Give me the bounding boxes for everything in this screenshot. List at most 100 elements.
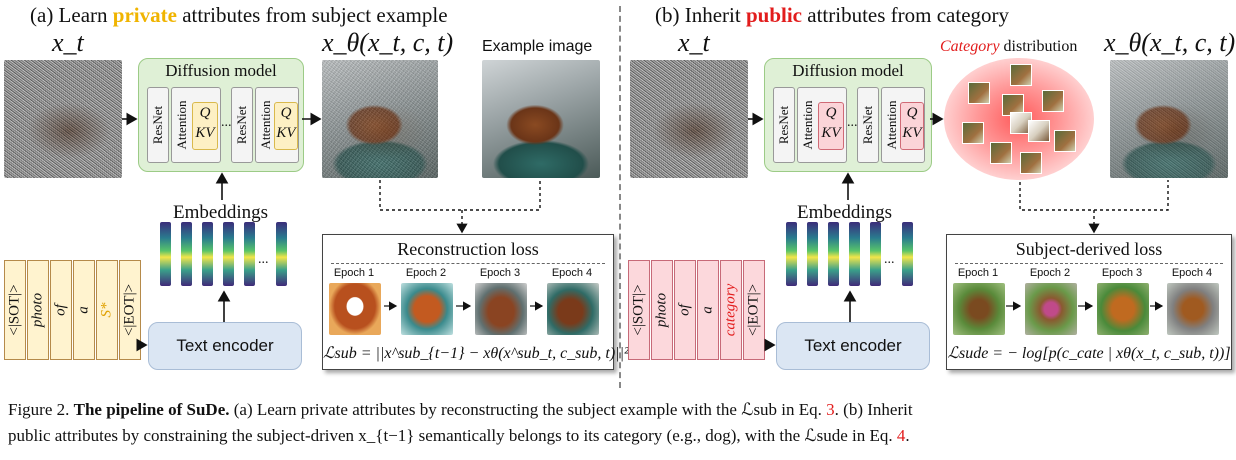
caption-bold: The pipeline of SuDe. xyxy=(73,400,230,419)
panel-b-text-encoder: Text encoder xyxy=(776,322,930,370)
kv-label: KV xyxy=(276,125,296,141)
eq-4-link[interactable]: 4 xyxy=(896,426,906,445)
panel-b-resnet-2: ResNet xyxy=(857,87,879,163)
category-sample xyxy=(1020,152,1042,174)
panel-a-output-label: x_θ(x_t, c, t) xyxy=(322,28,454,57)
q-label: Q xyxy=(906,105,918,121)
epoch-label: Epoch 4 xyxy=(551,267,593,279)
token: <|SOT|> xyxy=(628,260,650,360)
token: <|EOT|> xyxy=(119,260,141,360)
category-sample xyxy=(1054,130,1076,152)
panel-a-text-encoder: Text encoder xyxy=(148,322,302,370)
panel-b-qkv-1: Q KV xyxy=(818,102,844,150)
token-subject: S* xyxy=(96,260,118,360)
eq-3-link[interactable]: 3 xyxy=(826,400,835,419)
distribution-word: distribution xyxy=(999,38,1078,55)
embeddings-ellipsis: ... xyxy=(884,252,895,267)
embedding-vector xyxy=(160,222,171,286)
epoch-label: Epoch 2 xyxy=(1029,267,1071,279)
epoch-label: Epoch 1 xyxy=(957,267,999,279)
embedding-vector xyxy=(276,222,287,286)
panel-a-model-ellipsis: ... xyxy=(221,115,232,130)
token: <|EOT|> xyxy=(743,260,765,360)
epoch-image xyxy=(1167,283,1219,335)
panel-a-example-image xyxy=(482,60,600,178)
panel-a-title-suffix: attributes from subject example xyxy=(176,3,448,27)
kv-label: KV xyxy=(902,125,922,141)
epoch-label: Epoch 3 xyxy=(479,267,521,279)
kv-label: KV xyxy=(195,125,215,141)
figure-caption-line-1: Figure 2. The pipeline of SuDe. (a) Lear… xyxy=(8,400,913,420)
dashed-link-a xyxy=(379,180,541,211)
panel-a-example-label: Example image xyxy=(482,38,593,55)
panel-b-model-title: Diffusion model xyxy=(792,61,904,80)
panel-a-title-highlight: private xyxy=(112,3,177,27)
category-sample xyxy=(968,82,990,104)
panel-a-loss-title: Reconstruction loss xyxy=(397,239,539,259)
caption-text: (a) Learn private attributes by reconstr… xyxy=(229,400,827,419)
embedding-vector xyxy=(181,222,192,286)
token-category: category xyxy=(720,260,742,360)
panel-b-loss-title: Subject-derived loss xyxy=(1015,239,1163,259)
panel-b-embeddings-label: Embeddings xyxy=(797,202,892,223)
epoch-image xyxy=(953,283,1005,335)
panel-a-model-title: Diffusion model xyxy=(165,61,277,80)
q-label: Q xyxy=(825,105,837,121)
token: of xyxy=(50,260,72,360)
token: photo xyxy=(27,260,49,360)
epoch-image xyxy=(1097,283,1149,335)
panel-b-title-suffix: attributes from category xyxy=(802,3,1010,27)
category-sample xyxy=(990,142,1012,164)
embedding-vector xyxy=(786,222,797,286)
embedding-vector xyxy=(223,222,234,286)
panel-b-model-ellipsis: ... xyxy=(847,115,858,130)
panel-a-noisy-image xyxy=(4,60,122,178)
embedding-vector xyxy=(807,222,818,286)
panel-divider xyxy=(619,6,621,388)
epoch-label: Epoch 2 xyxy=(405,267,447,279)
panel-b-input-label: x_t xyxy=(678,28,710,57)
epoch-label: Epoch 3 xyxy=(1101,267,1143,279)
category-sample xyxy=(1042,90,1064,112)
kv-label: KV xyxy=(821,125,841,141)
category-distribution-ellipse xyxy=(944,58,1094,180)
embedding-vector xyxy=(902,222,913,286)
loss-divider xyxy=(955,263,1223,264)
panel-a-resnet-2: ResNet xyxy=(231,87,253,163)
epoch-image xyxy=(547,283,599,335)
token: of xyxy=(674,260,696,360)
panel-b-output-image xyxy=(1110,60,1228,178)
embeddings-ellipsis: ... xyxy=(258,252,269,267)
embedding-vector xyxy=(828,222,839,286)
panel-b-qkv-2: Q KV xyxy=(900,102,924,150)
panel-a-title: (a) Learn private attributes from subjec… xyxy=(30,3,448,28)
caption-prefix: Figure 2. xyxy=(8,400,74,419)
token: a xyxy=(73,260,95,360)
dashed-link-b xyxy=(1019,180,1169,211)
caption-text: . (b) Inherit xyxy=(834,400,913,419)
epoch-image xyxy=(475,283,527,335)
epoch-image xyxy=(401,283,453,335)
epoch-image xyxy=(329,283,381,335)
panel-a-input-label: x_t xyxy=(52,28,84,57)
panel-a-output-image xyxy=(322,60,438,178)
panel-a-loss-formula: ℒsub = ||x^sub_{t−1} − xθ(x^sub_t, c_sub… xyxy=(323,345,629,362)
category-distribution-label: Category distribution xyxy=(940,38,1077,56)
panel-b-noisy-image xyxy=(630,60,748,178)
panel-a-resnet-1: ResNet xyxy=(147,87,169,163)
panel-a-title-prefix: (a) Learn xyxy=(30,3,113,27)
epoch-image xyxy=(1025,283,1077,335)
category-sample xyxy=(1010,64,1032,86)
figure-caption-line-2: public attributes by constraining the su… xyxy=(8,426,910,446)
epoch-label: Epoch 1 xyxy=(333,267,375,279)
panel-b-resnet-1: ResNet xyxy=(773,87,795,163)
